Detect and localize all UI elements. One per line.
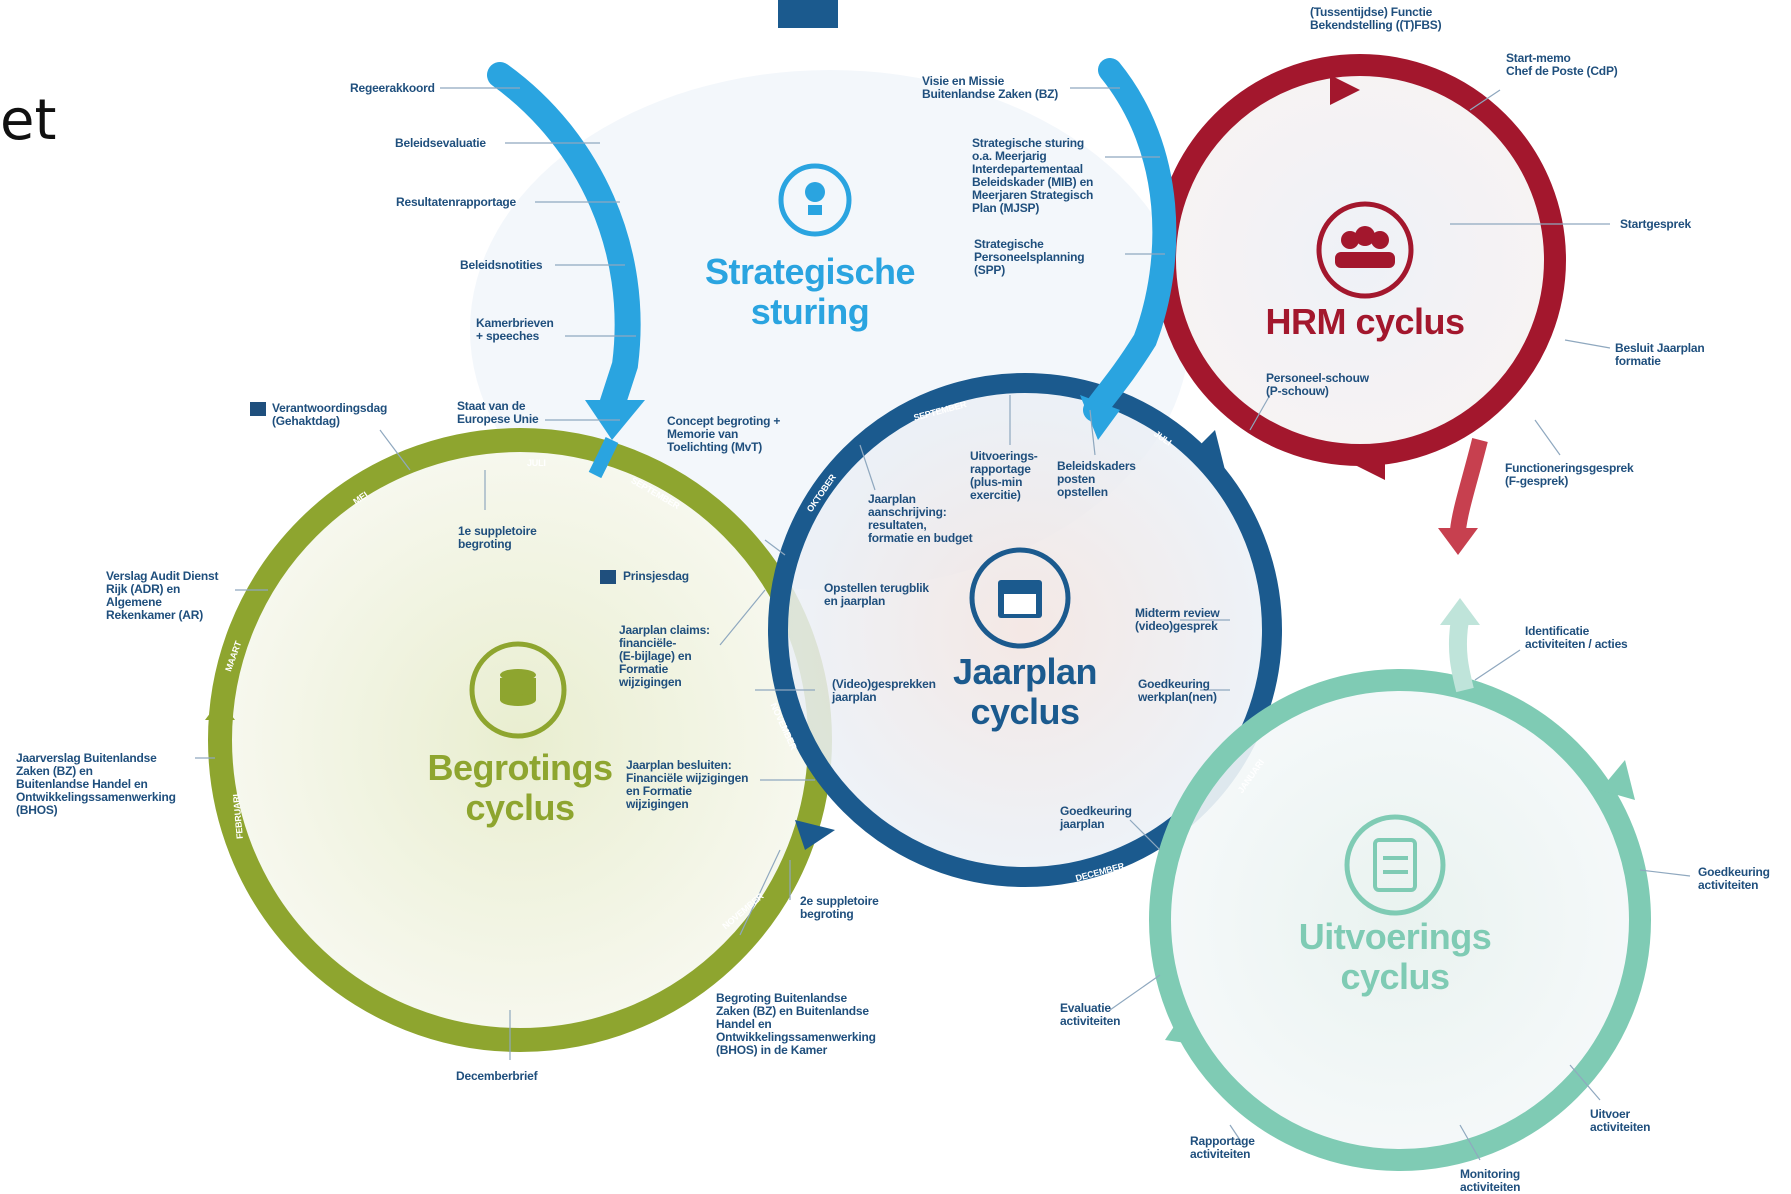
strategic-arrow-tail	[588, 437, 619, 479]
label-prinsjesdag: Prinsjesdag	[623, 569, 689, 583]
hrm-arrowhead-top	[1330, 75, 1360, 105]
label-pschouw: Personeel-schouw (P-schouw)	[1266, 371, 1369, 398]
label-kamerbrieven: Kamerbrieven + speeches	[476, 316, 554, 343]
label-spp: Strategische Personeelsplanning (SPP)	[974, 237, 1085, 277]
label-jaarverslag: Jaarverslag Buitenlandse Zaken (BZ) en B…	[16, 751, 176, 817]
label-claims: Jaarplan claims: financiële- (E-bijlage)…	[619, 623, 710, 689]
uitvoering-arrowhead-left	[1165, 1010, 1200, 1045]
label-visie: Visie en Missie Buitenlandse Zaken (BZ)	[922, 74, 1059, 101]
jaarplan-ring	[768, 373, 1282, 887]
coins-icon	[469, 641, 567, 739]
label-resultatenrapportage: Resultatenrapportage	[396, 195, 517, 209]
strategic-title: Strategische sturing	[704, 251, 916, 332]
label-suppletoire1: 1e suppletoire begroting	[458, 524, 537, 551]
hrm-down-arrow-head	[1438, 528, 1478, 555]
label-beleidsnotities: Beleidsnotities	[460, 258, 543, 272]
hrm-title: HRM cyclus	[1265, 301, 1465, 342]
month-juli: JULI	[527, 458, 546, 468]
jaarplan-fill	[778, 383, 1272, 877]
emblem-logo	[778, 0, 838, 28]
edge-text-fragment: et	[0, 88, 57, 153]
jaarplan-arrowhead-bottom	[795, 820, 835, 850]
label-evaluatie: Evaluatie activiteiten	[1060, 1001, 1121, 1028]
label-strategische-sturing: Strategische sturing o.a. Meerjarig Inte…	[972, 136, 1094, 215]
callout-lines	[195, 87, 1691, 1161]
label-identificatie: Identificatie activiteiten / acties	[1525, 624, 1628, 651]
begroting-fill	[220, 440, 820, 1040]
uitvoering-arrowhead-right	[1600, 760, 1635, 800]
label-concept-begroting: Concept begroting + Memorie van Toelicht…	[667, 414, 781, 454]
second-arrow	[1083, 58, 1177, 422]
label-beleidsevaluatie: Beleidsevaluatie	[395, 136, 486, 150]
calendar-refresh-icon	[969, 547, 1071, 649]
label-suppletoire2: 2e suppletoire begroting	[800, 894, 879, 921]
begroting-title: Begrotings cyclus	[427, 747, 613, 828]
jaarplan-title: Jaarplan cyclus	[952, 651, 1098, 732]
label-functionering: Functioneringsgesprek (F-gesprek)	[1505, 461, 1634, 488]
clipboard-checklist-icon	[1344, 814, 1446, 916]
hrm-down-arrow	[1450, 438, 1488, 531]
uitvoering-fill	[1160, 680, 1640, 1160]
people-group-icon	[1316, 201, 1414, 299]
label-startmemo: Start-memo Chef de Poste (CdP)	[1506, 51, 1618, 78]
second-arrow-head	[1080, 395, 1120, 440]
label-monitoring: Monitoring activiteiten	[1460, 1167, 1521, 1194]
label-besluit: Besluit Jaarplan formatie	[1615, 341, 1705, 368]
label-startgesprek: Startgesprek	[1620, 217, 1691, 231]
uitvoering-ring	[1149, 669, 1651, 1171]
label-aanschrijving: Jaarplan aanschrijving: resultaten, form…	[868, 492, 973, 545]
label-rapportage: Rapportage activiteiten	[1190, 1134, 1255, 1161]
lightbulb-icon	[778, 163, 852, 237]
month-jp-mei: MEI	[1281, 663, 1292, 680]
label-regeerakkoord: Regeerakkoord	[350, 81, 435, 95]
calendar-icon	[600, 570, 616, 584]
hrm-arrowhead-bottom	[1355, 450, 1385, 480]
label-goedkeuring-werkplan: Goedkeuring werkplan(nen)	[1138, 677, 1217, 704]
uitvoering-up-arrow	[1448, 618, 1474, 693]
uitvoering-up-arrow-head	[1440, 598, 1480, 625]
label-goedkeuring-jaarplan: Goedkeuring jaarplan	[1060, 804, 1132, 831]
begroting-arrowhead-left	[205, 700, 235, 720]
label-verslag-audit: Verslag Audit Dienst Rijk (ADR) en Algem…	[106, 569, 219, 622]
label-besluiten: Jaarplan besluiten: Financiële wijziging…	[626, 758, 749, 811]
label-beleidskaders: Beleidskaders posten opstellen	[1057, 459, 1136, 499]
calendar-icon	[250, 402, 266, 416]
label-terugblik: Opstellen terugblik en jaarplan	[824, 581, 929, 608]
strategic-arrow	[487, 62, 641, 418]
label-decemberbrief: Decemberbrief	[456, 1069, 538, 1083]
label-begroting-bz: Begroting Buitenlandse Zaken (BZ) en Bui…	[716, 991, 876, 1057]
label-midterm: Midterm review (video)gesprek	[1135, 606, 1220, 633]
label-tfbs: (Tussentijdse) Functie Bekendstelling ((…	[1310, 5, 1442, 32]
label-verantwoordingsdag: Verantwoordingsdag (Gehaktdag)	[272, 401, 388, 428]
label-goedkeuring-activiteiten: Goedkeuring activiteiten	[1698, 865, 1770, 892]
uitvoering-title: Uitvoerings cyclus	[1298, 916, 1492, 997]
label-uitvoer: Uitvoer activiteiten	[1590, 1107, 1651, 1134]
jaarplan-arrowhead-right	[1195, 430, 1225, 470]
label-europese-unie: Staat van de Europese Unie	[457, 399, 539, 426]
label-videogesprekken: (Video)gesprekken jaarplan	[832, 677, 936, 704]
label-uitvoeringsrapportage: Uitvoerings- rapportage (plus-min exerci…	[970, 449, 1038, 502]
